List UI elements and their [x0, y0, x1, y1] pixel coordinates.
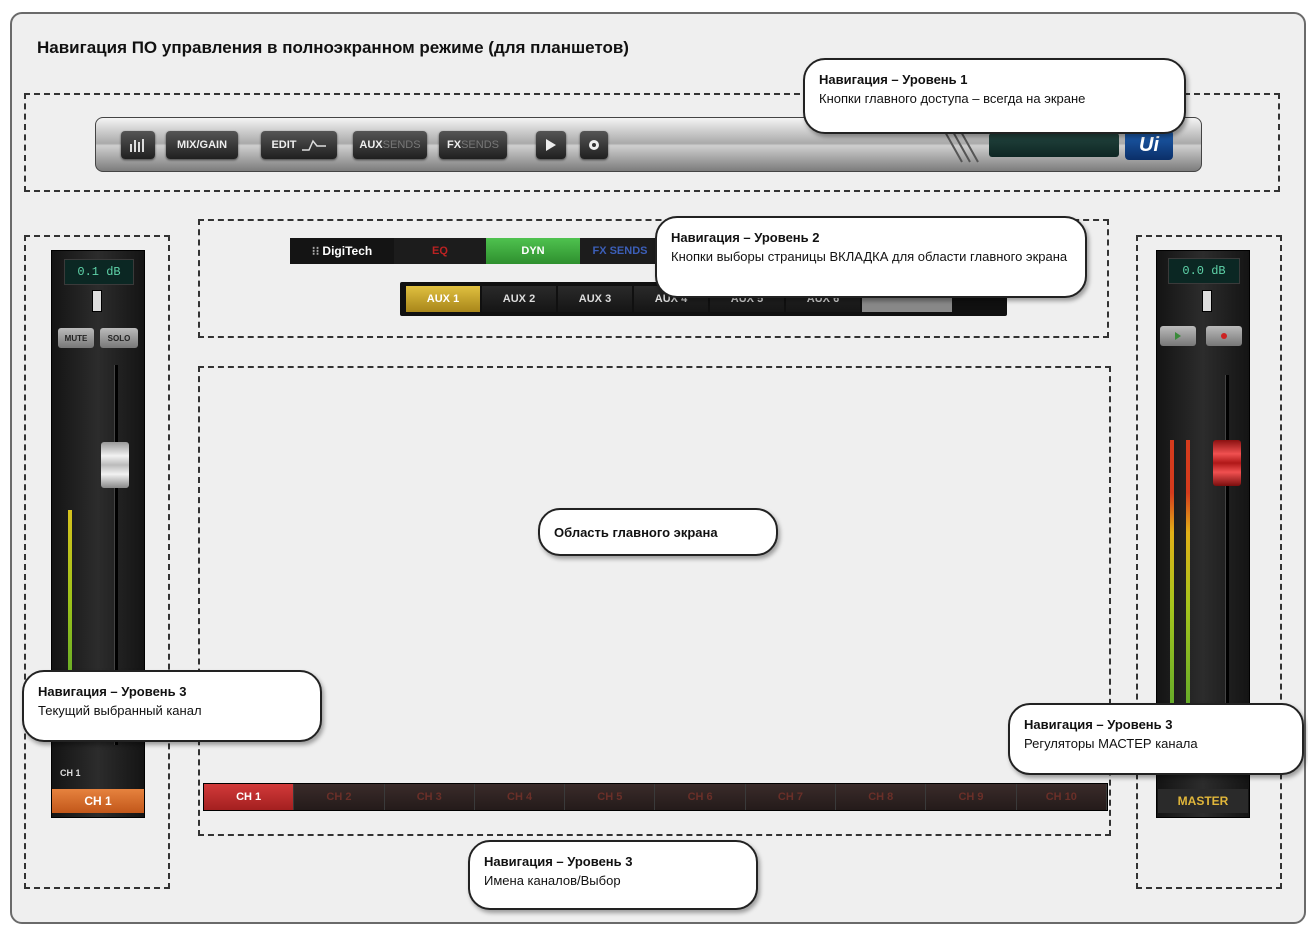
callout-level1-title: Навигация – Уровень 1 — [819, 72, 968, 87]
mute-button[interactable]: MUTE — [58, 328, 94, 348]
channel-tab[interactable]: CH 1 — [204, 784, 295, 810]
fx-label: FX — [447, 139, 462, 151]
record-icon — [1221, 333, 1227, 339]
level-meter — [68, 510, 72, 740]
callout-level3-right: Навигация – Уровень 3 Регуляторы МАСТЕР … — [1008, 703, 1304, 775]
master-meter-right — [1186, 440, 1190, 770]
solo-button[interactable]: SOLO — [100, 328, 138, 348]
level1-zone — [24, 93, 1280, 192]
master-label[interactable]: MASTER — [1158, 789, 1248, 813]
channel-fader[interactable] — [101, 442, 129, 488]
status-display — [989, 133, 1119, 157]
fx-sends-label: SENDS — [461, 139, 499, 151]
brand-logo: ⁝⁝DigiTech — [290, 238, 394, 264]
left-strip-zone — [24, 235, 170, 889]
channel-tab[interactable]: CH 4 — [474, 784, 566, 810]
decorative-lines — [943, 129, 979, 163]
aux-sends-label: SENDS — [382, 139, 421, 151]
tab-aux3[interactable]: AUX 3 — [558, 286, 632, 312]
callout-level2-title: Навигация – Уровень 2 — [671, 230, 820, 245]
pan-knob[interactable] — [92, 290, 102, 312]
channel-name-label[interactable]: CH 1 — [52, 789, 144, 813]
callout-level3-left: Навигация – Уровень 3 Текущий выбранный … — [22, 670, 322, 742]
eq-curve-icon — [301, 139, 326, 151]
callout-main-text: Область главного экрана — [554, 524, 718, 540]
channel-tab[interactable]: CH 5 — [565, 784, 656, 810]
play-icon — [546, 139, 556, 151]
master-pan-knob[interactable] — [1202, 290, 1212, 312]
tab-eq[interactable]: EQ — [394, 238, 486, 264]
channel-tab[interactable]: CH 6 — [655, 784, 746, 810]
channel-tab[interactable]: CH 8 — [836, 784, 927, 810]
aux-label: AUX — [359, 139, 383, 151]
master-meter-left — [1170, 440, 1174, 770]
callout-level3-right-text: Регуляторы МАСТЕР канала — [1024, 736, 1198, 751]
fader-track — [114, 365, 118, 745]
callout-level1: Навигация – Уровень 1 Кнопки главного до… — [803, 58, 1186, 134]
callout-level3-bottom: Навигация – Уровень 3 Имена каналов/Выбо… — [468, 840, 758, 910]
callout-level2: Навигация – Уровень 2 Кнопки выборы стра… — [655, 216, 1087, 298]
brand-label: DigiTech — [322, 244, 373, 258]
tab-bar: ⁝⁝DigiTech EQ DYN FX SENDS — [290, 238, 660, 264]
callout-level2-text: Кнопки выборы страницы ВКЛАДКА для облас… — [671, 249, 1068, 264]
tab-aux2[interactable]: AUX 2 — [482, 286, 556, 312]
channel-level-display: 0.1 dB — [64, 259, 134, 285]
channel-tab[interactable]: CH 10 — [1016, 784, 1107, 810]
channel-tab[interactable]: CH 2 — [294, 784, 385, 810]
channel-tab[interactable]: CH 3 — [384, 784, 475, 810]
master-strip-zone — [1136, 235, 1282, 889]
main-screen-zone — [198, 366, 1111, 836]
edit-button[interactable]: EDIT — [261, 131, 337, 159]
settings-button[interactable] — [580, 131, 608, 159]
callout-level3-bottom-title: Навигация – Уровень 3 — [484, 854, 633, 869]
tab-fx-sends[interactable]: FX SENDS — [580, 238, 660, 264]
small-channel-label: CH 1 — [60, 768, 81, 778]
tab-aux1[interactable]: AUX 1 — [406, 286, 480, 312]
ui-logo: Ui — [1125, 130, 1173, 160]
meters-icon[interactable] — [121, 131, 155, 159]
channel-tab[interactable]: CH 7 — [745, 784, 837, 810]
callout-level3-bottom-text: Имена каналов/Выбор — [484, 873, 621, 888]
play-button[interactable] — [536, 131, 566, 159]
channel-tab[interactable]: CH 9 — [926, 784, 1017, 810]
tab-dyn[interactable]: DYN — [486, 238, 580, 264]
mix-gain-button[interactable]: MIX/GAIN — [166, 131, 238, 159]
play-icon — [1175, 332, 1181, 340]
level2-zone — [198, 219, 1109, 338]
callout-level3-left-title: Навигация – Уровень 3 — [38, 684, 187, 699]
record-button[interactable] — [1206, 326, 1242, 346]
callout-main: Область главного экрана — [538, 508, 778, 556]
master-fader[interactable] — [1213, 440, 1241, 486]
channel-row: CH 1 CH 2 CH 3 CH 4 CH 5 CH 6 CH 7 CH 8 … — [203, 783, 1108, 811]
master-play-button[interactable] — [1160, 326, 1196, 346]
page-title: Навигация ПО управления в полноэкранном … — [37, 38, 629, 57]
callout-level3-left-text: Текущий выбранный канал — [38, 703, 202, 718]
gear-icon — [589, 140, 599, 150]
master-level-display: 0.0 dB — [1168, 258, 1240, 284]
callout-level1-text: Кнопки главного доступа – всегда на экра… — [819, 91, 1086, 106]
edit-label: EDIT — [271, 139, 297, 151]
callout-level3-right-title: Навигация – Уровень 3 — [1024, 717, 1173, 732]
master-fader-track — [1225, 375, 1229, 765]
